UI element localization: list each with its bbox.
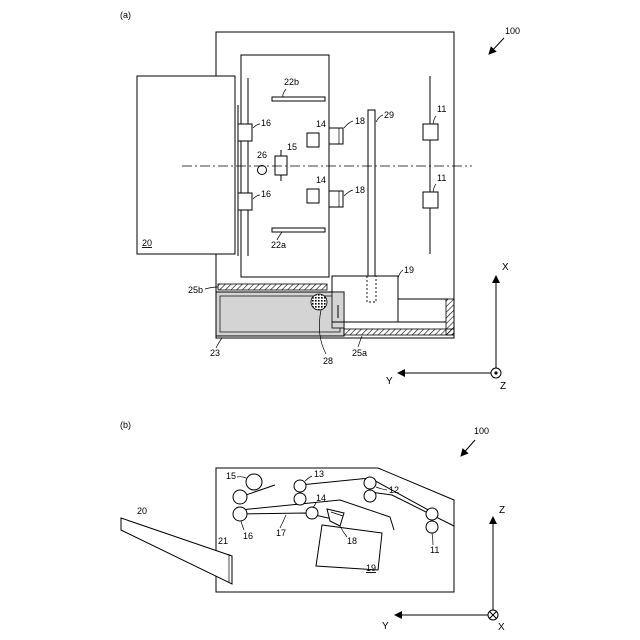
roller-18-top (329, 128, 343, 144)
label-17-b: 17 (276, 528, 286, 538)
leader-22a (277, 232, 282, 240)
roller-15-b (246, 474, 262, 490)
leader-13-b (305, 476, 312, 481)
leader-22b (283, 89, 286, 97)
label-23: 23 (210, 348, 220, 358)
leader-11-top (433, 116, 436, 124)
label-26: 26 (257, 150, 267, 160)
figure-a: (a) 100 20 22b 22a 16 16 15 (120, 10, 520, 392)
leader-12-b (376, 487, 387, 490)
label-15: 15 (287, 142, 297, 152)
roller-13-bottom (294, 493, 306, 505)
figure-b: (b) 100 20 21 15 13 (120, 420, 505, 633)
label-14-top: 14 (316, 119, 326, 129)
label-12-b: 12 (389, 485, 399, 495)
roller-16-bottom (238, 193, 252, 210)
label-13-b: 13 (314, 469, 324, 479)
plate-25b (218, 284, 327, 290)
leader-11-bottom (433, 184, 436, 192)
plate-22a (272, 228, 325, 232)
device-label-b: 100 (474, 426, 489, 436)
roller-12-top (364, 477, 376, 489)
leader-16-b (241, 521, 244, 530)
label-25b: 25b (188, 285, 203, 295)
label-14-b: 14 (316, 493, 326, 503)
leader-16-top (253, 124, 260, 128)
block-15 (275, 156, 287, 175)
roller-12-bottom (364, 490, 376, 502)
panel-20-a (137, 76, 235, 254)
roller-14-top (307, 133, 319, 147)
label-19: 19 (404, 265, 414, 275)
plate-22b (272, 97, 325, 101)
leader-15-b (237, 477, 246, 478)
plate-25a (344, 329, 454, 335)
label-18-bottom: 18 (355, 185, 365, 195)
device-arrow-a (489, 38, 504, 54)
label-11-bottom: 11 (437, 173, 446, 183)
panel-label-a: (a) (120, 10, 131, 20)
label-16-b: 16 (243, 531, 253, 541)
label-22b: 22b (284, 77, 299, 87)
label-20-b: 20 (137, 506, 147, 516)
label-28: 28 (323, 356, 333, 366)
roller-16-b (233, 507, 247, 521)
label-16-bottom: 16 (261, 189, 271, 199)
leader-17-b (280, 515, 286, 528)
label-18-b: 18 (347, 536, 357, 546)
path-12-11-out (370, 492, 454, 526)
roller-13-top (294, 480, 306, 492)
roller-11-top (423, 124, 438, 140)
roller-14-b (306, 507, 318, 519)
leader-29 (376, 115, 383, 122)
label-11-b: 11 (430, 545, 439, 555)
label-22a: 22a (271, 240, 286, 250)
leader-18-top (344, 121, 353, 128)
axis-label-x-b: X (498, 622, 505, 633)
leader-16-bottom (253, 195, 260, 199)
label-18-top: 18 (355, 116, 365, 126)
label-29: 29 (384, 110, 394, 120)
axis-label-y-a: Y (386, 376, 393, 387)
axis-z-dot (494, 371, 497, 374)
leader-23 (216, 338, 222, 348)
roller-11-bottom-b (426, 521, 438, 533)
roller-11-top-b (426, 508, 438, 520)
label-20-a: 20 (142, 238, 152, 248)
label-25a: 25a (352, 348, 367, 358)
label-16-top: 16 (261, 118, 271, 128)
label-21-b: 21 (218, 536, 228, 546)
roller-11-bottom (423, 192, 438, 208)
axis-label-y-b: Y (382, 621, 389, 632)
flap-18-b (327, 509, 344, 526)
axis-label-z-b: Z (499, 505, 505, 516)
sensor-26 (258, 166, 267, 175)
label-19-b: 19 (366, 563, 376, 573)
label-11-top: 11 (437, 104, 446, 114)
roller-14-bottom (307, 189, 319, 203)
leader-11-b (432, 533, 433, 545)
axis-label-x-a: X (502, 262, 509, 273)
label-15-b: 15 (226, 471, 236, 481)
panel-label-b: (b) (120, 420, 131, 430)
leader-19 (398, 270, 403, 278)
axis-label-z-a: Z (500, 381, 506, 392)
leader-18-bottom (344, 190, 353, 196)
tray-20-b (121, 518, 232, 584)
label-14-bottom: 14 (316, 175, 326, 185)
roller-18-bottom (329, 191, 343, 207)
sensor-28 (311, 294, 327, 310)
path-17 (240, 513, 337, 520)
roller-16-top (238, 124, 252, 141)
device-arrow-b (461, 440, 475, 456)
device-label-a: 100 (505, 26, 520, 36)
roller-15b-b (233, 490, 247, 504)
